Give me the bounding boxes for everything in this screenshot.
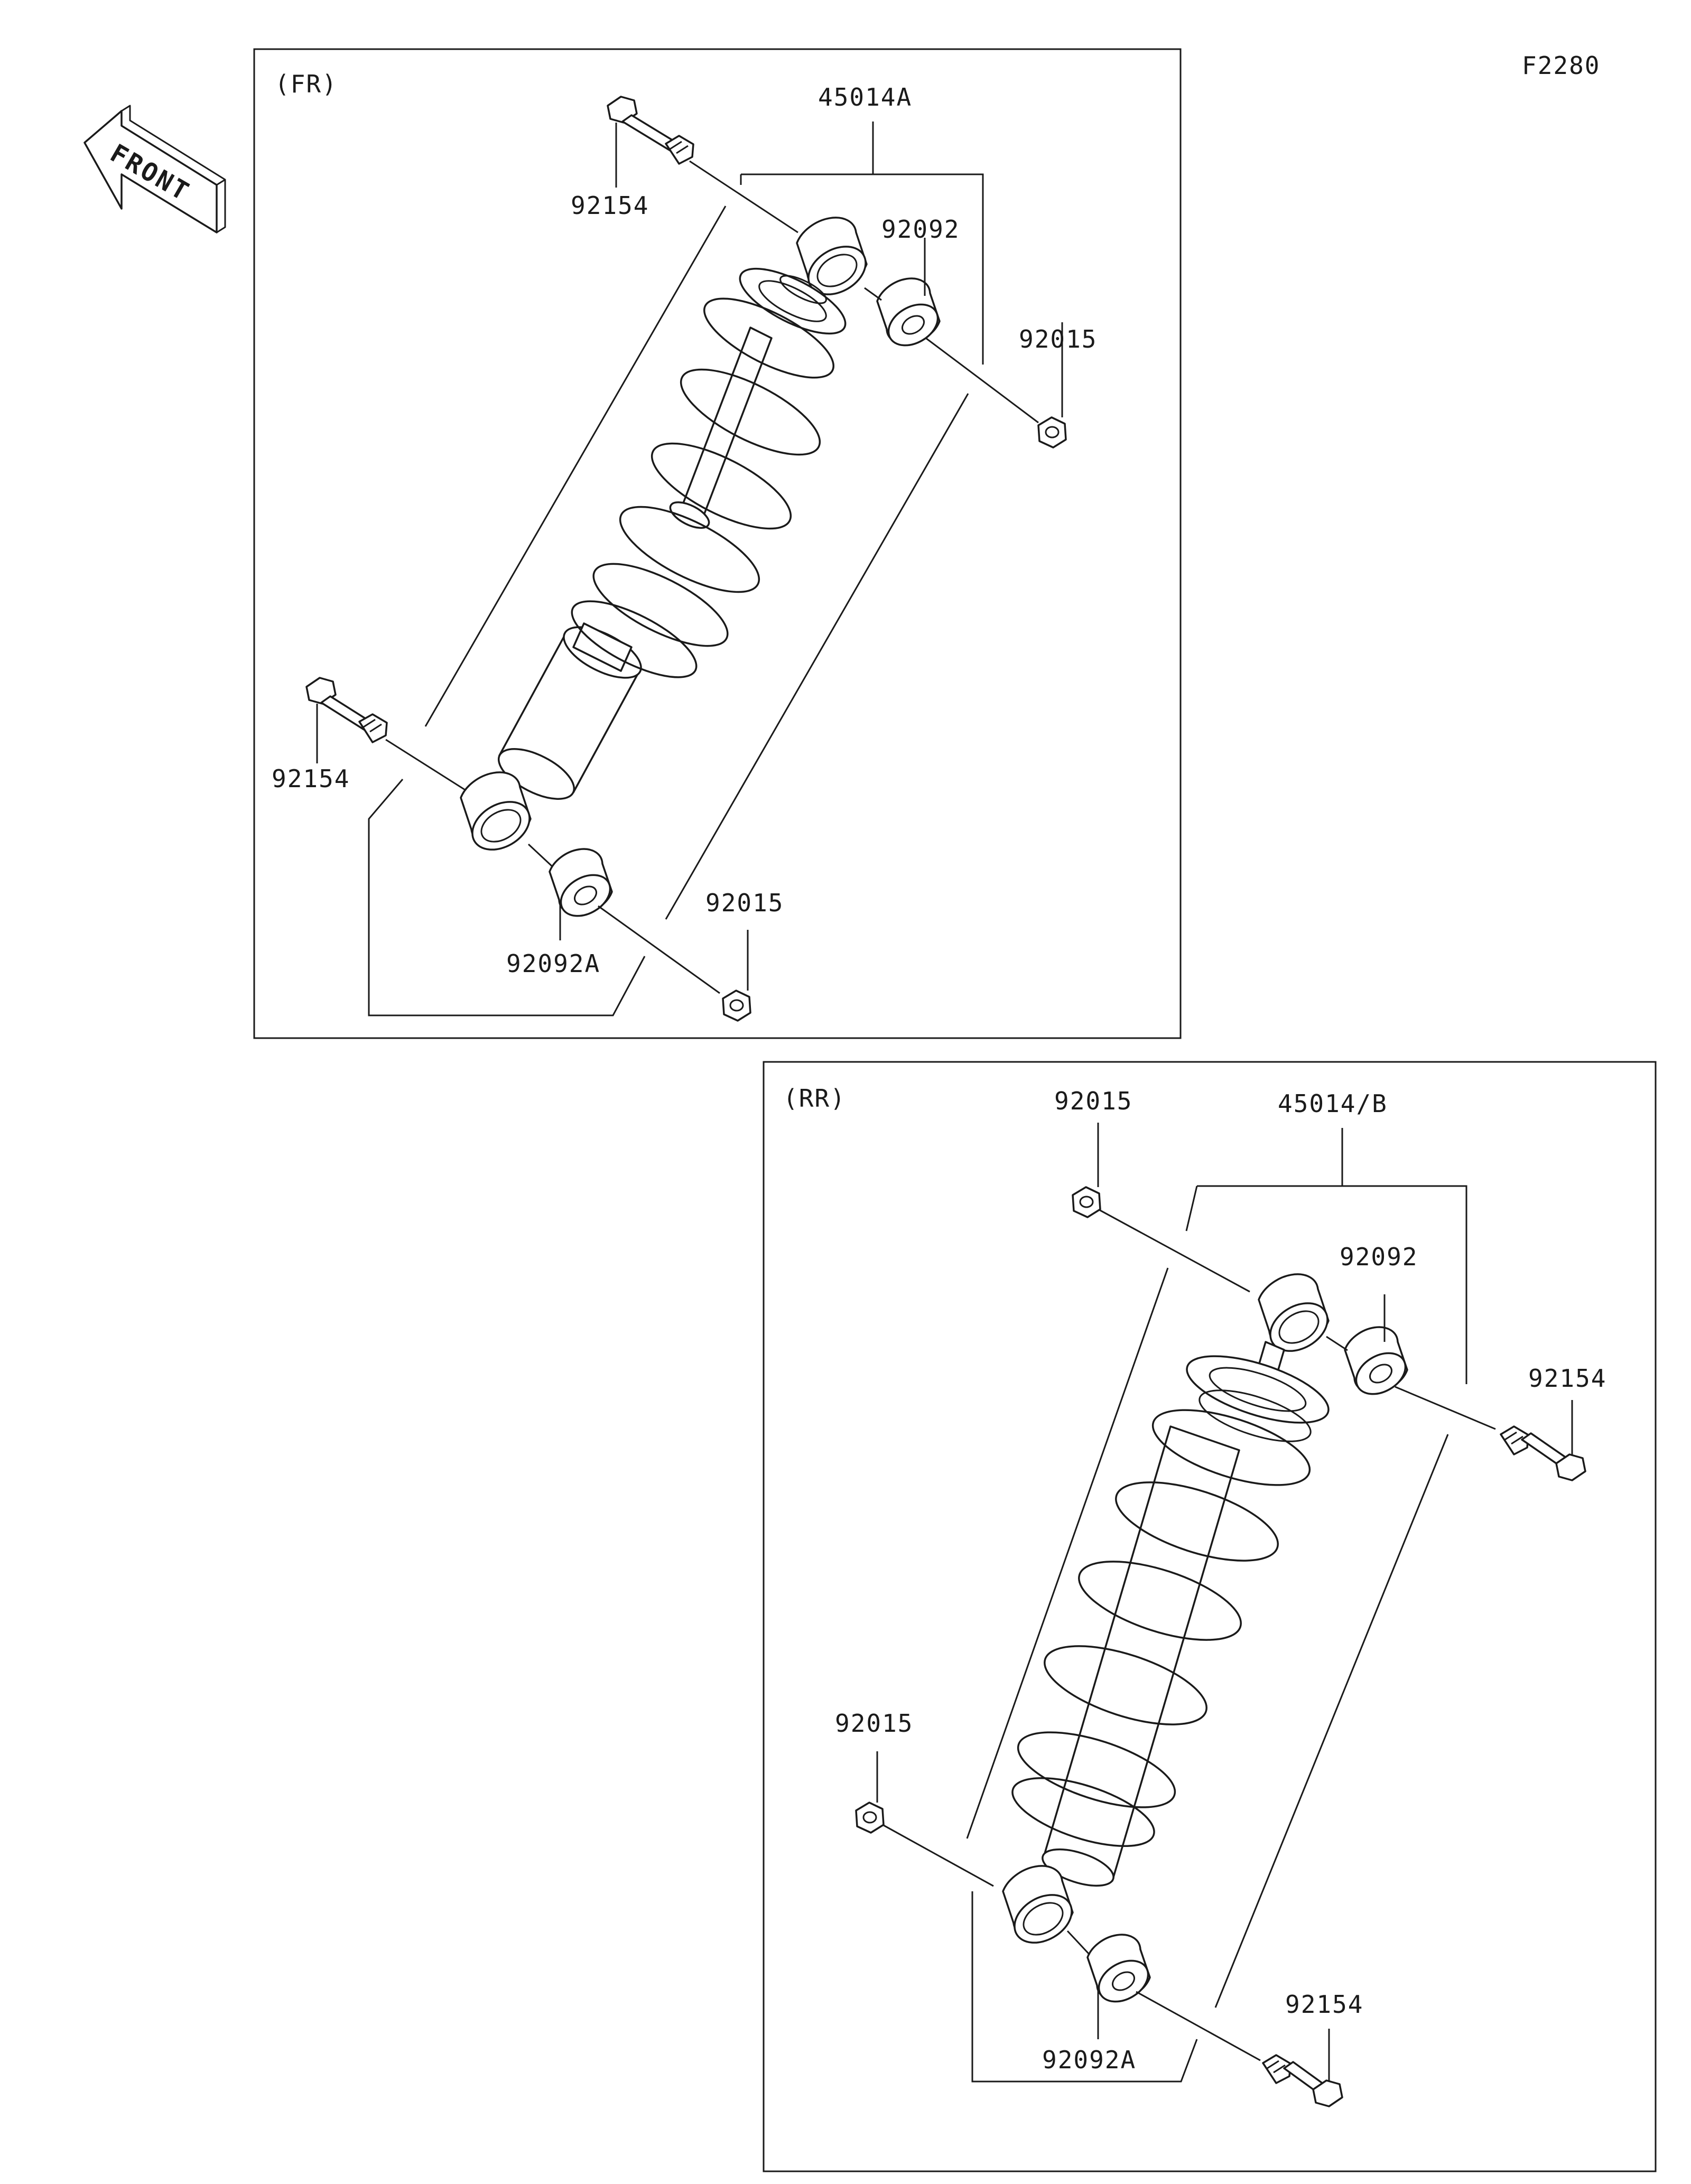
rear-lower-bolt [1262, 2029, 1343, 2107]
rear-upper-nut-label: 92015 [1054, 1087, 1132, 1115]
front-shock-body [497, 326, 773, 800]
rear-upper-bolt-label: 92154 [1528, 1364, 1606, 1393]
front-lower-eye [460, 771, 532, 851]
figure-code: F2280 [1522, 51, 1600, 80]
rear-panel: (RR) 45014/B 92015 [763, 1061, 1657, 2172]
front-upper-nut [1037, 322, 1067, 449]
front-upper-nut-label: 92015 [1019, 325, 1097, 353]
front-lower-bolt-label: 92154 [272, 764, 350, 793]
front-lower-nut-label: 92015 [705, 889, 784, 917]
rear-upper-bushing [1326, 1294, 1496, 1430]
rear-upper-nut [1072, 1123, 1250, 1293]
front-lower-nut [722, 930, 751, 1022]
front-panel-frame [253, 48, 1182, 1039]
front-arrow-icon: FRONT [83, 105, 226, 234]
front-lower-bolt [305, 677, 466, 791]
front-panel: (FR) 45014A 92154 [253, 48, 1182, 1039]
rear-coil-spring [1011, 1409, 1311, 1847]
front-upper-bolt-label: 92154 [571, 191, 649, 220]
rear-upper-eye [1258, 1273, 1330, 1352]
rear-upper-bushing-label: 92092 [1340, 1243, 1418, 1271]
rear-panel-title: (RR) [783, 1084, 846, 1113]
rear-spring-seat-top [1186, 1355, 1330, 1442]
front-upper-bushing [864, 238, 1039, 424]
front-upper-bushing-label: 92092 [881, 215, 960, 244]
rear-assembly-bracket [966, 1128, 1467, 2083]
front-lower-bushing-label: 92092A [506, 949, 600, 978]
front-panel-title: (FR) [275, 70, 338, 98]
rear-shock-body [1042, 1341, 1285, 1887]
front-assembly-bracket [368, 122, 984, 1016]
rear-lower-bushing-label: 92092A [1042, 2046, 1136, 2074]
front-coil-spring [571, 297, 834, 678]
rear-lower-bushing [1066, 1930, 1261, 2061]
rear-lower-eye [1002, 1865, 1074, 1944]
front-upper-eye [796, 217, 868, 295]
front-spring-seat-top [739, 267, 847, 335]
front-lower-bushing [527, 843, 720, 994]
front-upper-bolt [607, 96, 798, 234]
rear-panel-frame [763, 1061, 1657, 2172]
front-assembly-label: 45014A [818, 83, 912, 111]
rear-upper-bolt [1500, 1400, 1586, 1481]
rear-assembly-label: 45014/B [1278, 1089, 1388, 1118]
rear-lower-nut [855, 1751, 994, 1887]
rear-lower-nut-label: 92015 [835, 1709, 913, 1738]
rear-lower-bolt-label: 92154 [1285, 1990, 1363, 2019]
